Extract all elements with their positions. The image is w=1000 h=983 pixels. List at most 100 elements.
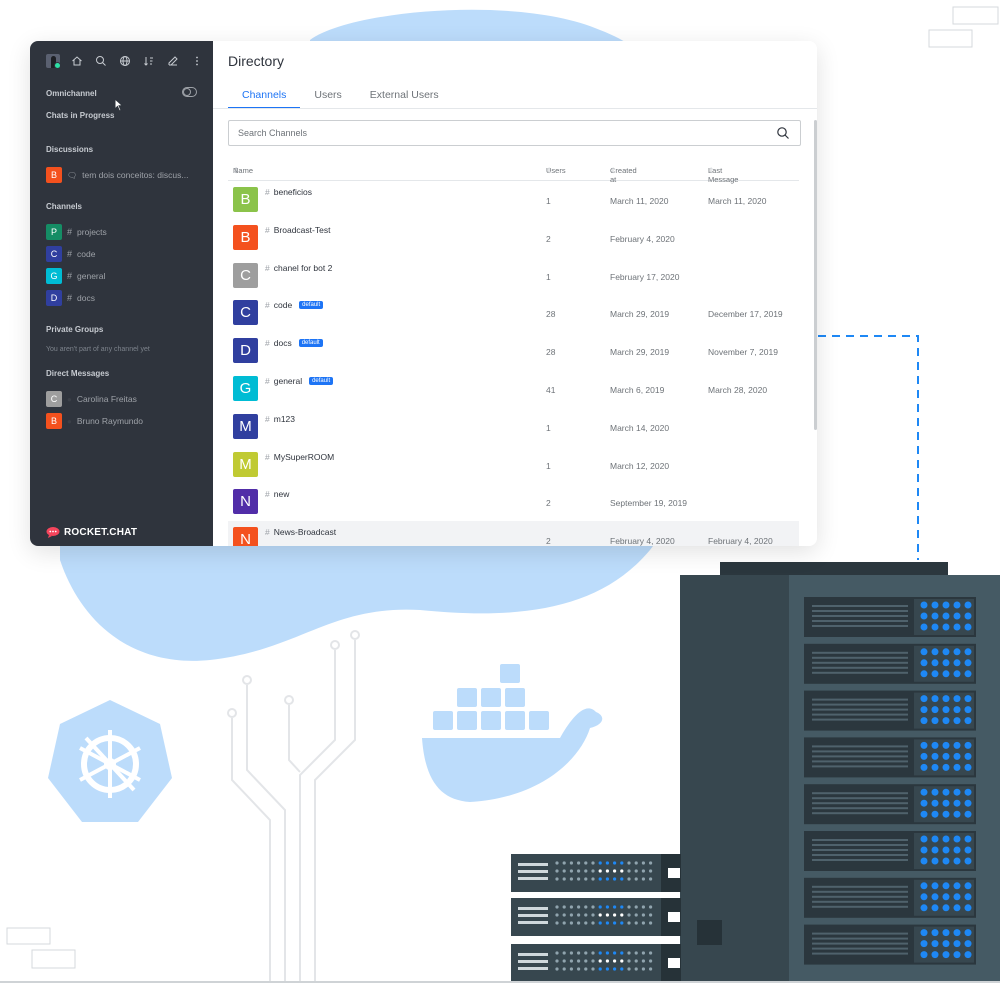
channel-list: P#projects C#code G#general D#docs (30, 221, 213, 309)
hash-icon: # (265, 338, 270, 349)
channel-name: m123 (273, 413, 295, 424)
omnichannel-label: Omnichannel (46, 89, 97, 98)
hash-icon: # (265, 375, 270, 386)
created-at: March 14, 2020 (610, 422, 670, 433)
last-message: December 17, 2019 (708, 309, 783, 320)
channel-name-cell: #News-Broadcast (265, 527, 336, 537)
channel-name: MySuperROOM (273, 451, 335, 462)
created-at: March 11, 2020 (610, 196, 669, 206)
rocket-chat-icon (46, 527, 60, 538)
sidebar: Omnichannel Chats in Progress Discussion… (30, 41, 213, 546)
channel-name: beneficios (273, 187, 313, 197)
channel-name: general (273, 375, 303, 386)
page-title: Directory (228, 53, 285, 69)
users-count: 41 (546, 384, 556, 395)
search-icon[interactable] (776, 126, 790, 140)
created-at: March 29, 2019 (610, 347, 670, 358)
rack-unit (804, 784, 976, 825)
created-at: March 6, 2019 (610, 384, 665, 395)
hash-icon: # (265, 527, 270, 538)
default-badge: default (298, 339, 323, 348)
section-discussions: Discussions (46, 145, 94, 154)
sidebar-item-label: code (77, 249, 96, 259)
small-server-unit (511, 944, 681, 982)
channel-name-cell: #chanel for bot 2 (265, 263, 332, 273)
rocketchat-logo: ROCKET.CHAT (46, 526, 137, 538)
default-badge: default (299, 301, 324, 310)
sidebar-item-carolina[interactable]: C ● Carolina Freitas (30, 388, 213, 410)
table-header: Name ⇕ Users ⇕ Created at ⇕ Last Message… (228, 160, 799, 184)
sidebar-item-discussion[interactable]: B 🗨 tem dois conceitos: discus... (30, 164, 188, 186)
sidebar-item-docs[interactable]: D#docs (30, 287, 213, 309)
ground-line (0, 981, 1000, 983)
channel-name-cell: #new (265, 489, 289, 499)
sidebar-item-label: projects (77, 227, 107, 237)
sidebar-item-general[interactable]: G#general (30, 265, 213, 287)
user-avatar[interactable] (46, 54, 60, 68)
channel-avatar: N (233, 489, 258, 515)
users-count: 1 (546, 460, 551, 471)
status-dot: ● (67, 394, 72, 404)
tab-channels[interactable]: Channels (228, 89, 301, 109)
omnichannel-toggle[interactable] (182, 87, 197, 97)
last-message: November 7, 2019 (708, 347, 778, 358)
small-server-unit (511, 898, 681, 936)
sidebar-item-label: general (77, 271, 106, 281)
rack-unit (804, 643, 976, 684)
deco-rect (928, 29, 973, 48)
home-icon[interactable] (70, 54, 84, 68)
channel-name: News-Broadcast (273, 527, 337, 538)
private-groups-note: You aren't part of any channel yet (46, 346, 150, 353)
users-count: 28 (546, 309, 556, 320)
search-icon[interactable] (94, 54, 108, 68)
status-dot: ● (67, 416, 72, 426)
channel-name-cell: #beneficios (265, 187, 312, 197)
users-count: 1 (546, 271, 551, 282)
created-at: March 12, 2020 (610, 460, 670, 471)
circuit-lines (227, 630, 360, 983)
small-server-unit (511, 854, 681, 892)
globe-icon[interactable] (118, 54, 132, 68)
deco-rect (952, 6, 999, 25)
users-count: 2 (546, 498, 551, 509)
sort-icon[interactable] (142, 54, 156, 68)
directory-panel: Directory Channels Users External Users … (213, 41, 817, 546)
dm-avatar: C (46, 391, 62, 407)
sidebar-item-bruno[interactable]: B●Bruno Raymundo (30, 410, 213, 432)
kebab-icon[interactable] (190, 54, 204, 68)
search-box[interactable] (228, 120, 801, 146)
channel-avatar: C (46, 246, 62, 262)
channel-name: code (273, 300, 293, 311)
last-message: March 11, 2020 (708, 196, 767, 206)
search-input[interactable] (229, 127, 776, 139)
docker-logo (422, 664, 603, 802)
section-channels: Channels (46, 202, 83, 211)
tab-external-users[interactable]: External Users (369, 89, 439, 101)
sidebar-item-code[interactable]: C#code (30, 243, 213, 265)
channel-name: new (273, 489, 290, 500)
rack-unit (804, 877, 976, 918)
last-message: March 28, 2020 (708, 384, 768, 395)
chats-in-progress[interactable]: Chats in Progress (46, 111, 115, 120)
channel-name-cell: #Broadcast-Test (265, 225, 330, 235)
tab-users[interactable]: Users (314, 89, 342, 101)
sidebar-item-label: Carolina Freitas (76, 394, 137, 404)
sidebar-item-projects[interactable]: P#projects (30, 221, 213, 243)
scrollbar[interactable] (814, 120, 817, 430)
channel-avatar: D (46, 290, 62, 306)
edit-icon[interactable] (166, 54, 180, 68)
section-direct-messages: Direct Messages (46, 369, 110, 378)
